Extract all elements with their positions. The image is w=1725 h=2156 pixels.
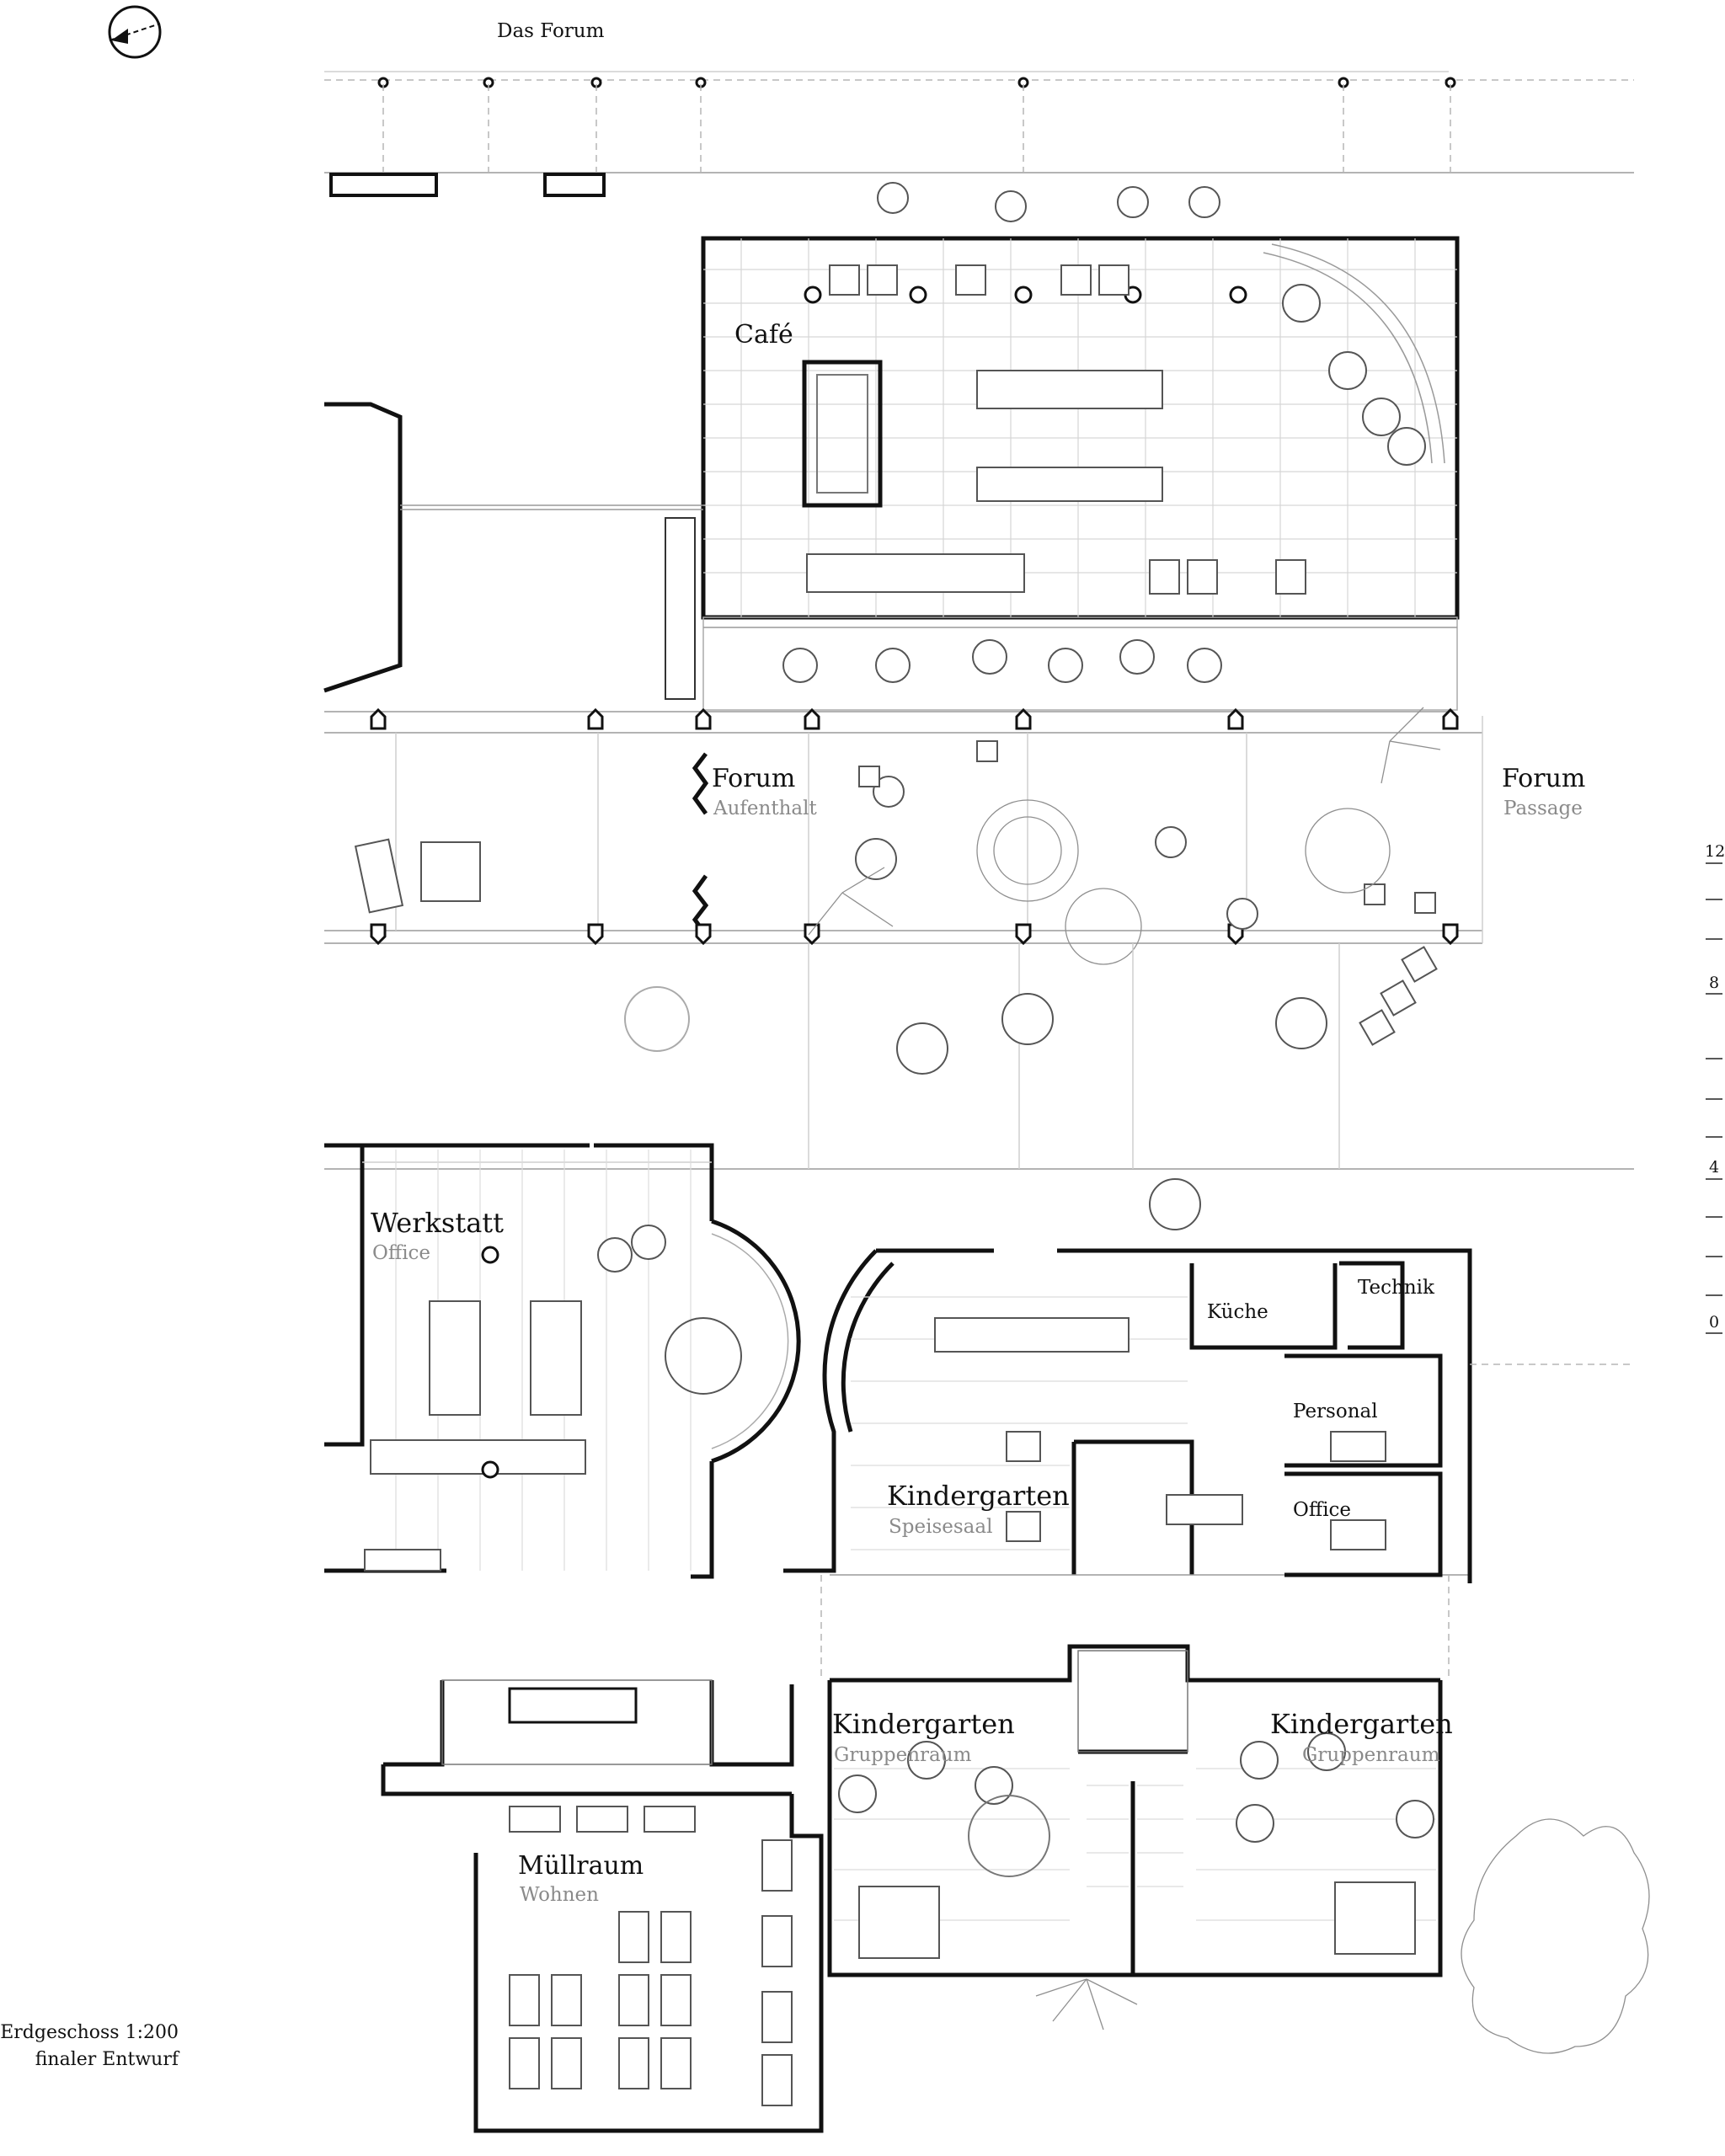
room-forum-passage-label: Forum	[1502, 764, 1585, 793]
kindergarten-speisesaal-block	[783, 1248, 1634, 1583]
room-forum-aufenthalt-sub: Aufenthalt	[713, 798, 817, 819]
room-werkstatt-sub: Office	[372, 1242, 430, 1264]
scale-tick-8: 8	[1709, 974, 1719, 992]
scale-tick-12: 12	[1705, 842, 1725, 861]
room-kindergarten-gruppenraum-right-label: Kindergarten	[1270, 1708, 1453, 1740]
room-mullraum-sub: Wohnen	[520, 1884, 599, 1906]
north-arrow-icon	[108, 5, 162, 59]
room-kindergarten-speisesaal-label: Kindergarten	[887, 1480, 1070, 1512]
forum-zone	[324, 707, 1483, 965]
room-kindergarten-speisesaal-sub: Speisesaal	[889, 1516, 992, 1538]
left-upper-wing	[323, 402, 1449, 712]
room-office-label: Office	[1293, 1499, 1351, 1521]
room-werkstatt-label: Werkstatt	[371, 1207, 504, 1239]
cafe-block	[701, 182, 1460, 711]
scale-tick-4: 4	[1709, 1158, 1719, 1177]
room-cafe-label: Café	[734, 320, 793, 350]
scale-bar: 12 8 4 0	[1705, 842, 1725, 1334]
room-forum-passage-sub: Passage	[1503, 798, 1583, 819]
forum-lower-band	[324, 943, 1634, 1230]
tree-icon	[1035, 1818, 1650, 2054]
room-mullraum-label: Müllraum	[518, 1851, 644, 1881]
room-kindergarten-gruppenraum-left-sub: Gruppenraum	[834, 1744, 972, 1766]
scale-tick-0: 0	[1709, 1313, 1719, 1331]
caption-line1: Erdgeschoss 1:200	[0, 2022, 179, 2043]
room-technik-label: Technik	[1358, 1277, 1435, 1299]
room-kuche-label: Küche	[1207, 1301, 1268, 1323]
mullraum-block	[381, 1679, 824, 2133]
kindergarten-gruppenraum-block	[820, 1575, 1450, 1977]
werkstatt-block	[324, 1143, 801, 1579]
caption-line2: finaler Entwurf	[35, 2049, 180, 2070]
room-kindergarten-gruppenraum-left-label: Kindergarten	[832, 1708, 1015, 1740]
room-kindergarten-gruppenraum-right-sub: Gruppenraum	[1302, 1744, 1440, 1766]
header-title: Das Forum	[497, 20, 605, 42]
room-personal-label: Personal	[1293, 1401, 1378, 1422]
room-forum-aufenthalt-label: Forum	[712, 764, 795, 793]
forum-arcade-grid	[324, 71, 1634, 197]
